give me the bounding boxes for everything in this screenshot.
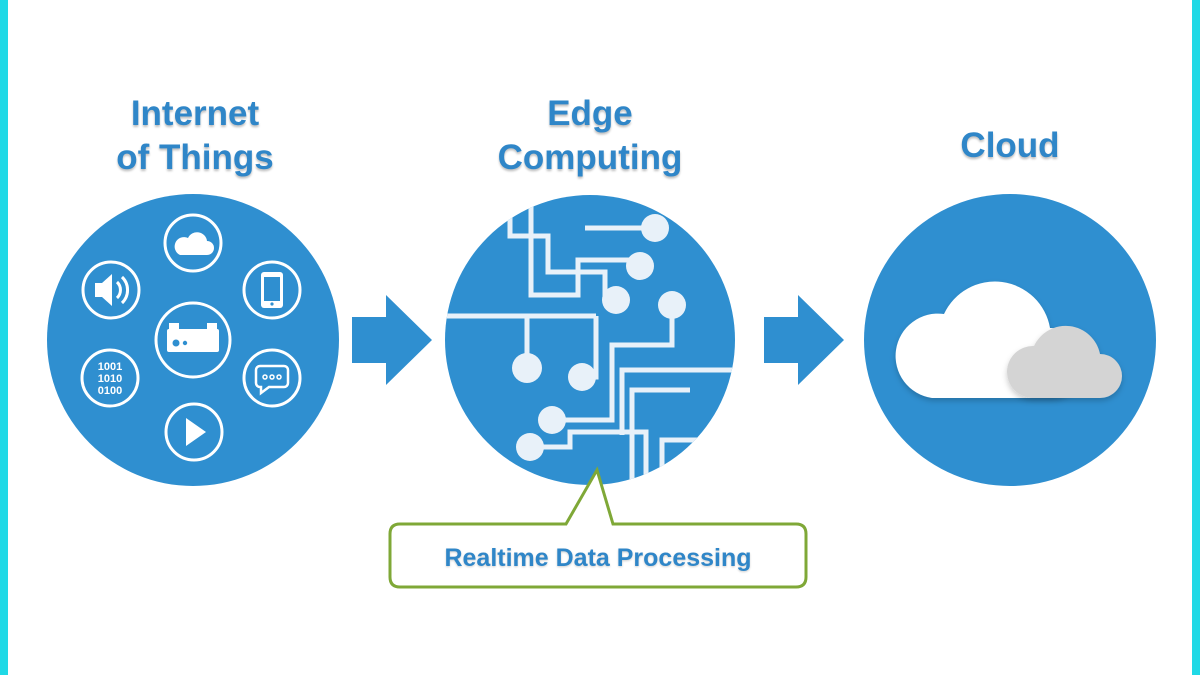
cloud-circle [864,194,1156,486]
speaker-icon [81,260,141,320]
iot-circle: 1001 1010 0100 [47,194,339,486]
iot-title: Internet of Things [60,92,330,180]
play-icon [164,402,224,462]
edge-title: Edge Computing [455,92,725,180]
callout-label: Realtime Data Processing [444,544,752,572]
iot-title-line1: Internet [130,94,260,133]
gateway-device-icon [154,301,232,379]
cloud-title: Cloud [885,124,1135,168]
callout-box [388,466,808,589]
cloud-title-line1: Cloud [960,126,1060,165]
chat-bubble-icon [242,348,302,408]
arrow-iot-to-edge [352,295,432,385]
binary-line-2: 1010 [98,373,122,385]
cloud-icon [163,213,223,273]
cloud-grey-icon [1007,325,1122,398]
edge-title-line1: Edge [547,94,633,133]
binary-line-3: 0100 [98,385,122,397]
edge-title-line2: Computing [497,138,683,177]
edge-circle [445,195,735,485]
circuit-nodes [512,214,686,461]
arrow-edge-to-cloud [764,295,844,385]
binary-line-1: 1001 [98,361,122,373]
smartphone-icon [242,260,302,320]
iot-title-line2: of Things [116,138,274,177]
binary-data-icon: 1001 1010 0100 [80,348,140,408]
